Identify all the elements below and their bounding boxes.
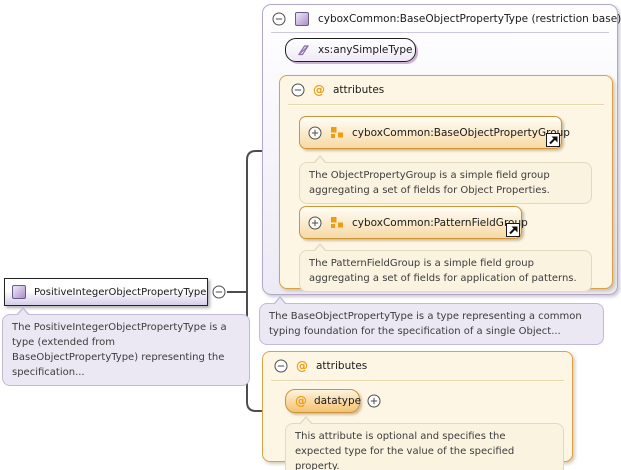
expand-toggle-icon[interactable] [308, 126, 322, 140]
complex-type-icon [12, 285, 26, 299]
attribute-group-icon [330, 216, 344, 230]
group-description: The ObjectPropertyGroup is a simple fiel… [299, 155, 592, 204]
collapse-toggle-icon[interactable] [274, 359, 288, 373]
divider [288, 104, 604, 105]
attribute-name: datatype [314, 395, 362, 407]
base-type-box: cyboxCommon:BaseObjectPropertyType (rest… [262, 4, 621, 295]
attribute-icon: @ [295, 393, 307, 408]
main-type-box[interactable]: PositiveIntegerObjectPropertyType [4, 278, 208, 306]
attribute-icon: @ [313, 82, 325, 97]
complex-type-icon [295, 12, 309, 26]
group-ref-baseobjectpropertygroup[interactable]: cyboxCommon:BaseObjectPropertyGroup [299, 116, 570, 149]
group-description: The PatternFieldGroup is a simple field … [299, 243, 592, 292]
attributes-section: @ attributes @ datatype This attribute i… [262, 351, 573, 470]
attributes-header: attributes [333, 84, 385, 96]
base-type-title: cyboxCommon:BaseObjectPropertyType (rest… [318, 13, 621, 25]
attribute-description: This attribute is optional and specifies… [285, 416, 564, 470]
collapse-toggle-icon[interactable] [291, 83, 305, 97]
goto-definition-icon[interactable] [506, 223, 520, 237]
base-attributes-section: @ attributes cyboxCommon:BaseObjectPrope… [279, 75, 613, 292]
simple-type-icon [296, 43, 310, 57]
collapse-toggle-icon[interactable] [272, 12, 286, 26]
main-type-description: The PositiveIntegerObjectPropertyType is… [2, 307, 250, 386]
attributes-header: attributes [316, 360, 368, 372]
attribute-group-icon [330, 126, 344, 140]
attribute-icon: @ [296, 358, 308, 373]
collapse-toggle-icon[interactable] [212, 285, 226, 299]
expand-toggle-icon[interactable] [308, 216, 322, 230]
attribute-datatype[interactable]: @ datatype [285, 389, 362, 413]
divider [271, 380, 564, 381]
any-simple-type-label: xs:anySimpleType [318, 44, 413, 56]
group-ref-label: cyboxCommon:BaseObjectPropertyGroup [352, 126, 570, 139]
expand-toggle-icon[interactable] [367, 394, 381, 408]
any-simple-type-pill[interactable]: xs:anySimpleType [285, 38, 416, 62]
base-type-description: The BaseObjectPropertyType is a type rep… [259, 296, 604, 345]
group-ref-label: cyboxCommon:PatternFieldGroup [352, 216, 528, 229]
group-ref-patternfieldgroup[interactable]: cyboxCommon:PatternFieldGroup [299, 206, 528, 239]
goto-definition-icon[interactable] [546, 133, 560, 147]
divider [271, 32, 609, 33]
main-type-name: PositiveIntegerObjectPropertyType [34, 286, 207, 298]
